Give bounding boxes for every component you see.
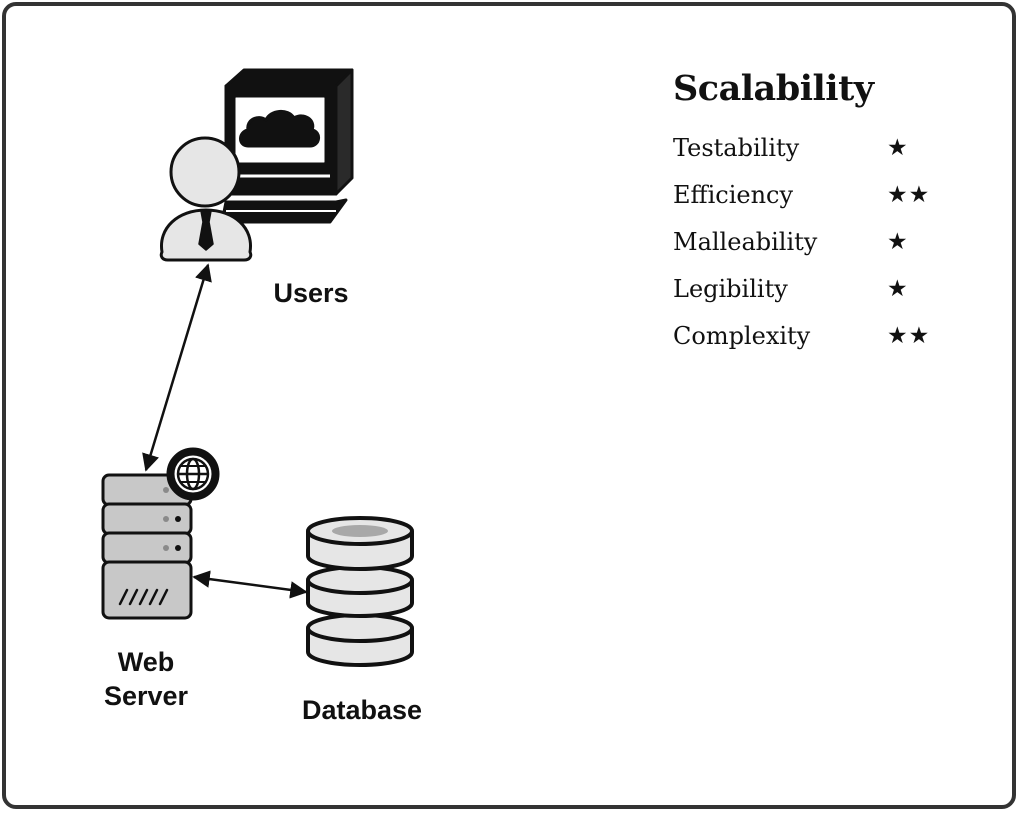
rating-row: Legibility ★ [673, 273, 973, 320]
rating-label: Complexity [673, 322, 811, 350]
cloud-icon [239, 110, 320, 148]
server-with-globe-icon [101, 447, 220, 620]
star-rating-icon: ★ [887, 135, 909, 161]
scalability-panel: Scalability Testability ★ Efficiency ★★ … [673, 66, 973, 367]
rating-row: Testability ★ [673, 132, 973, 179]
rating-row: Malleability ★ [673, 226, 973, 273]
database-label: Database [301, 695, 423, 725]
rating-label: Testability [673, 134, 800, 162]
connector-webserver-database [192, 570, 308, 599]
rating-label: Malleability [673, 228, 818, 256]
rating-row: Efficiency ★★ [673, 179, 973, 226]
rating-label: Efficiency [673, 181, 794, 209]
globe-icon [166, 447, 220, 501]
rating-row: Complexity ★★ [673, 320, 973, 367]
database-cylinder-icon [306, 516, 414, 667]
star-rating-icon: ★★ [887, 323, 931, 349]
user-at-computer-icon [159, 68, 354, 262]
rating-label: Legibility [673, 275, 788, 303]
star-rating-icon: ★ [887, 229, 909, 255]
users-label: Users [273, 278, 349, 308]
connector-users-webserver [142, 263, 212, 472]
person-head-icon [169, 136, 241, 208]
monitor-icon [224, 68, 354, 88]
star-rating-icon: ★ [887, 276, 909, 302]
web-server-label: Web Server [103, 647, 189, 711]
panel-title: Scalability [673, 68, 874, 109]
star-rating-icon: ★★ [887, 182, 931, 208]
